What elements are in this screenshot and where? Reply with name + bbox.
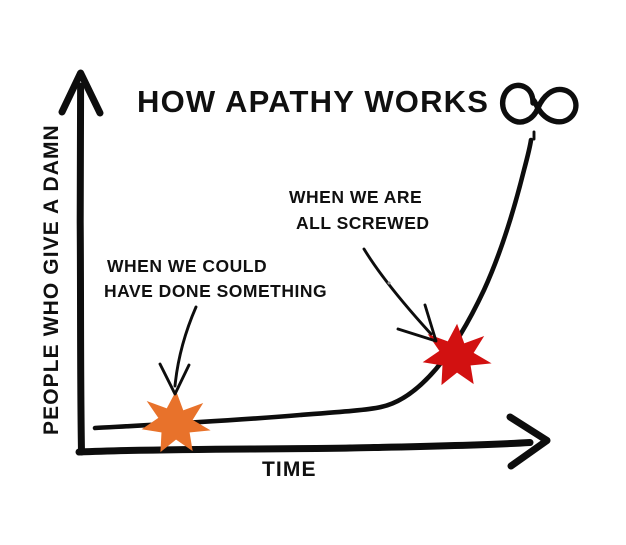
star-icon-orange — [141, 390, 211, 453]
pointer-arrow-early-head — [158, 362, 191, 396]
annotation-late-line-2: ALL SCREWED — [296, 213, 430, 233]
page-title: HOW APATHY WORKS — [137, 84, 489, 119]
scan-speck — [387, 281, 391, 285]
annotation-late-line-1: WHEN WE ARE — [289, 187, 422, 207]
orange-star-marker — [141, 390, 211, 453]
infinity-icon — [499, 82, 579, 141]
annotation-early: WHEN WE COULD HAVE DONE SOMETHING — [104, 256, 327, 301]
apathy-curve-group — [92, 137, 534, 431]
y-axis-label: PEOPLE WHO GIVE A DAMN — [40, 124, 63, 435]
y-axis-arrowhead — [58, 69, 104, 117]
pointer-arrow-early-shaft — [173, 305, 198, 388]
annotation-early-line-1: WHEN WE COULD — [107, 256, 267, 276]
pointer-arrow-late-head — [396, 303, 438, 343]
pointer-arrow-late — [362, 247, 438, 343]
axes-group — [58, 69, 551, 470]
x-axis-line — [75, 439, 534, 456]
annotation-early-line-2: HAVE DONE SOMETHING — [104, 281, 327, 301]
pointer-arrow-late-shaft — [362, 247, 433, 336]
x-axis-label: TIME — [262, 458, 317, 481]
x-axis-arrowhead — [506, 413, 551, 470]
y-axis-line — [76, 82, 85, 456]
apathy-curve — [92, 137, 534, 431]
annotation-late: WHEN WE ARE ALL SCREWED — [289, 187, 430, 233]
pointer-arrow-early — [158, 305, 198, 396]
